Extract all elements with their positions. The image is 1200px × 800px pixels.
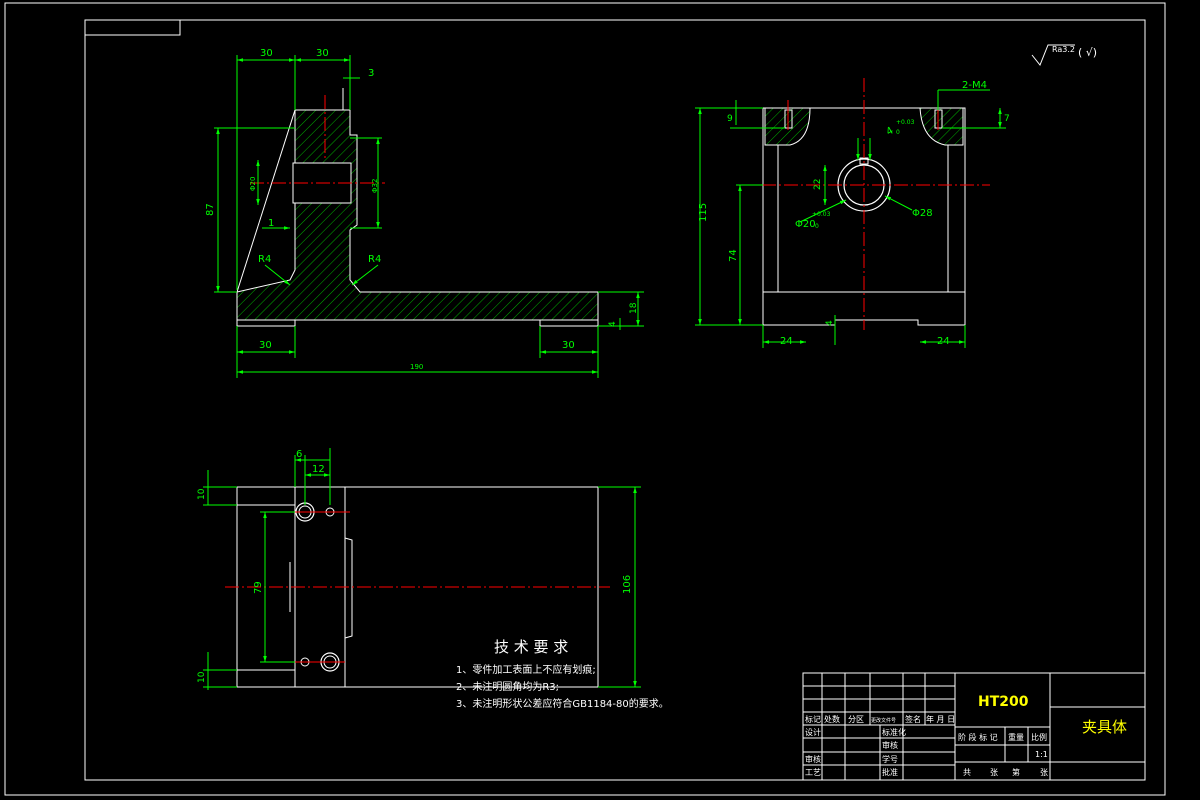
tb-label-change-doc: 更改文件号 xyxy=(871,717,896,724)
tb-label-craft: 工艺 xyxy=(805,768,821,777)
drawing-frame xyxy=(4,2,1166,796)
tb-part-name: 夹具体 xyxy=(1082,718,1127,736)
dim-side-foot: 4 xyxy=(825,320,835,326)
tb-label-mark: 标记 xyxy=(805,714,821,724)
tb-label-total: 共 xyxy=(963,768,971,777)
front-upright-hatch xyxy=(236,109,599,321)
tb-label-sheet: 张 xyxy=(990,768,998,777)
tb-label-page: 第 xyxy=(1012,767,1020,777)
dim-top-hole-offset: 6 xyxy=(296,449,302,460)
roughness-bracket: ( √) xyxy=(1078,46,1097,59)
notes-title: 技 术 要 求 xyxy=(494,638,568,656)
title-block: 标记 处数 分区 更改文件号 签名 年 月 日 设计 标准化 审核 审核 学号 … xyxy=(802,672,1146,781)
tb-label-review: 审核 xyxy=(805,754,821,764)
tb-label-zone: 分区 xyxy=(848,715,864,724)
dim-front-foot: 4 xyxy=(608,321,618,327)
technical-requirements: 技 术 要 求 1、零件加工表面上不应有划痕; 2、未注明圆角均为R3; 3、未… xyxy=(456,638,669,710)
dim-front-height: 87 xyxy=(205,203,216,216)
note-item-3: 3、未注明形状公差应符合GB1184-80的要求。 xyxy=(456,697,669,710)
tb-label-page-unit: 张 xyxy=(1040,768,1048,777)
side-view: 2-M4 9 7 4 +0.03 0 22 Φ20 +0.03 0 Φ28 11… xyxy=(695,78,1010,348)
dim-side-keyway-tol: +0.03 xyxy=(896,119,915,126)
tb-material: HT200 xyxy=(978,694,1029,710)
dim-front-top-left: 30 xyxy=(260,48,273,59)
dim-front-fillet-left: R4 xyxy=(258,254,271,265)
dim-side-bore-tol: +0.03 xyxy=(812,211,831,218)
roughness-symbol: Ra3.2 ( √) xyxy=(1031,44,1097,66)
tb-label-date: 年 月 日 xyxy=(926,714,955,724)
dim-side-right-width: 24 xyxy=(937,336,950,347)
front-view: 30 30 3 87 Φ20 Φ32 1 R4 R4 18 4 30 30 19… xyxy=(205,48,644,378)
dim-front-fillet-right: R4 xyxy=(368,254,381,265)
tb-label-stage-mark: 阶 段 标 记 xyxy=(958,732,998,742)
tb-label-standardize: 标准化 xyxy=(882,727,906,737)
dim-side-keyway-tol-low: 0 xyxy=(896,129,900,136)
side-outline xyxy=(762,107,966,326)
dim-side-threads: 2-M4 xyxy=(962,80,987,91)
dim-front-bottom-left: 30 xyxy=(259,340,272,351)
dim-front-bore-right: Φ32 xyxy=(371,179,379,193)
dim-top-top-margin: 10 xyxy=(197,488,207,500)
dim-front-base: 18 xyxy=(629,302,639,314)
dim-front-step: 1 xyxy=(268,218,274,229)
tb-scale: 1:1 xyxy=(1035,750,1048,759)
tb-label-weight: 重量 xyxy=(1008,732,1024,742)
dim-side-keyway: 4 xyxy=(885,125,896,138)
dim-side-keyway-depth: 22 xyxy=(813,179,823,190)
note-item-2: 2、未注明圆角均为R3; xyxy=(456,680,559,693)
dim-side-thread-depth-right: 7 xyxy=(1004,114,1010,124)
dim-top-bottom-margin: 10 xyxy=(197,671,207,683)
dim-side-left-width: 24 xyxy=(780,336,793,347)
tb-label-approve: 批准 xyxy=(882,767,898,777)
tb-label-sign: 签名 xyxy=(905,714,921,724)
dim-side-bore-tol-low: 0 xyxy=(815,223,819,230)
note-item-1: 1、零件加工表面上不应有划痕; xyxy=(456,663,596,676)
dim-front-top-gap: 3 xyxy=(368,68,374,79)
dim-front-length: 190 xyxy=(410,363,423,371)
dim-side-center: 74 xyxy=(728,249,739,262)
dim-side-thread-depth-left: 9 xyxy=(727,114,733,124)
tb-label-check: 审核 xyxy=(882,740,898,750)
dim-side-bore: Φ20 xyxy=(795,219,816,230)
top-view: 6 12 10 79 106 10 xyxy=(197,448,641,690)
roughness-value: Ra3.2 xyxy=(1052,45,1075,54)
tb-label-count: 处数 xyxy=(824,714,840,724)
dim-side-height: 115 xyxy=(698,203,709,222)
dim-top-overall-width: 106 xyxy=(622,575,633,594)
tb-label-mark-2: 学号 xyxy=(882,754,898,764)
dim-front-bore-left: Φ20 xyxy=(249,177,257,191)
tb-label-design: 设计 xyxy=(805,727,821,737)
dim-top-hole-spacing-x: 12 xyxy=(312,464,325,475)
dim-front-top-right: 30 xyxy=(316,48,329,59)
dim-front-bottom-right: 30 xyxy=(562,340,575,351)
tb-label-ratio: 比例 xyxy=(1031,732,1047,742)
dim-side-outer: Φ28 xyxy=(912,208,933,219)
dim-top-hole-spacing-y: 79 xyxy=(253,581,264,594)
